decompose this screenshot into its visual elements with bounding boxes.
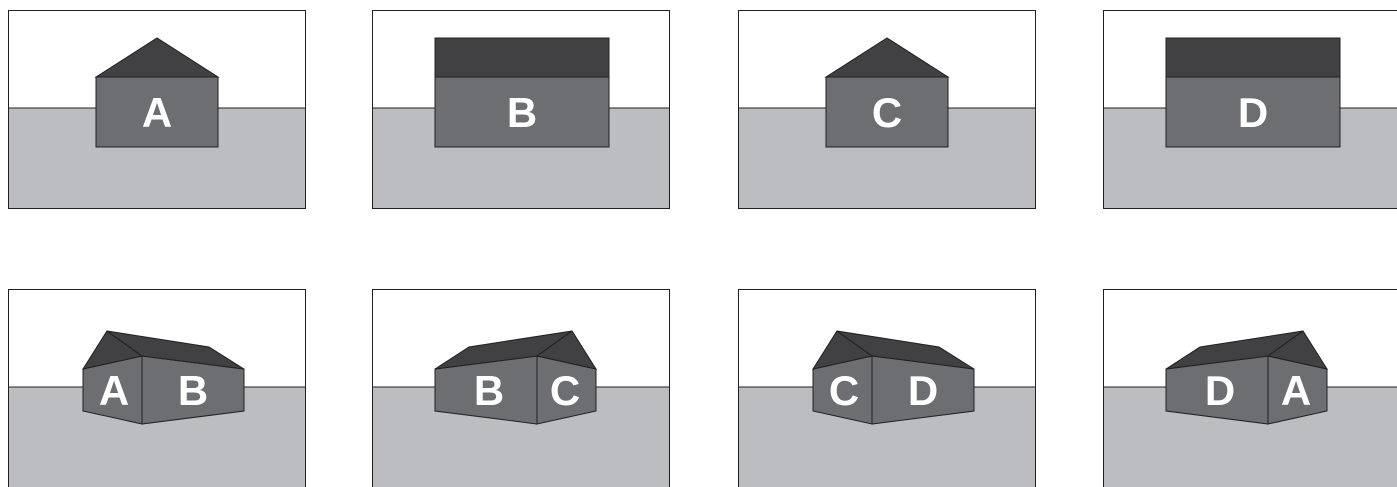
face-label-d: D — [1205, 367, 1235, 414]
face-label-a: A — [142, 89, 172, 136]
face-label-d: D — [908, 367, 938, 414]
face-label-c: C — [550, 367, 580, 414]
face-label-c: C — [829, 367, 859, 414]
face-label-b: B — [507, 89, 537, 136]
flat-roof — [1166, 38, 1340, 77]
corner-view-panel-da: D A — [1103, 289, 1397, 487]
face-label-b: B — [474, 367, 504, 414]
face-label-a: A — [99, 367, 129, 414]
front-view-panel-a: A — [8, 10, 306, 209]
face-label-d: D — [1238, 89, 1268, 136]
corner-view-panel-cd: C D — [738, 289, 1036, 487]
corner-view-panel-bc: B C — [372, 289, 670, 487]
front-view-panel-c: C — [738, 10, 1036, 209]
face-label-c: C — [872, 89, 902, 136]
corner-view-panel-ab: A B — [8, 289, 306, 487]
face-label-b: B — [178, 367, 208, 414]
flat-roof — [435, 38, 609, 77]
front-view-panel-d: D — [1103, 10, 1397, 209]
face-label-a: A — [1281, 367, 1311, 414]
front-view-panel-b: B — [372, 10, 670, 209]
